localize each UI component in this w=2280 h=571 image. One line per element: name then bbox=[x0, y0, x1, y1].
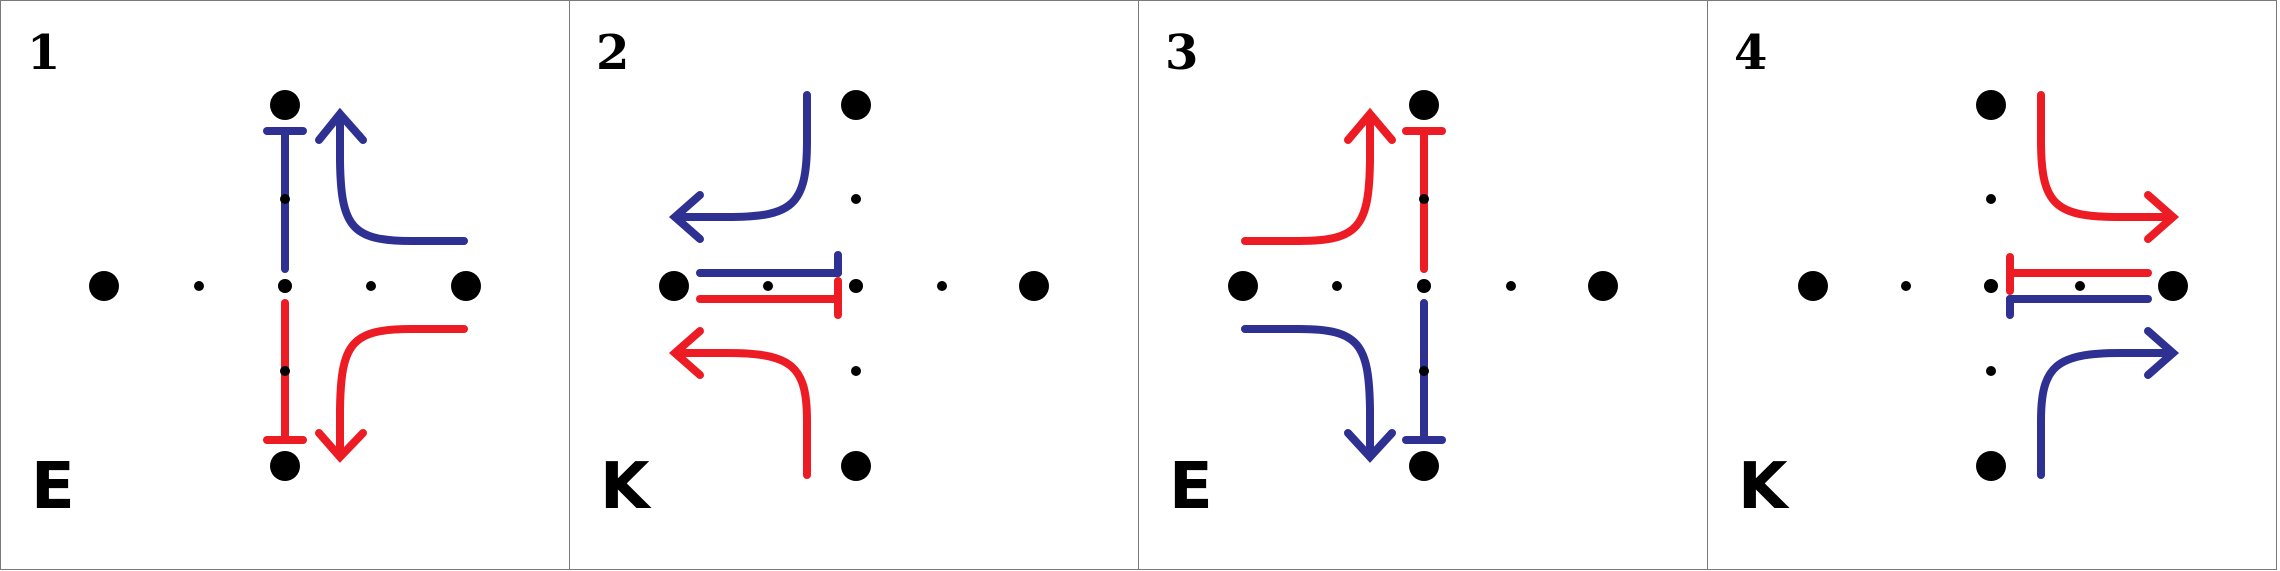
small-dot bbox=[1901, 281, 1911, 291]
small-dot bbox=[1506, 281, 1516, 291]
panel-letter: K bbox=[1738, 450, 1788, 524]
red-arrow bbox=[668, 327, 811, 479]
large-dot bbox=[270, 451, 300, 481]
panel-number: 1 bbox=[27, 25, 61, 81]
blue-arrow bbox=[668, 91, 811, 243]
lattice-dots bbox=[1228, 90, 1618, 481]
panel-number: 3 bbox=[1165, 25, 1199, 81]
panel-number: 4 bbox=[1734, 25, 1768, 81]
blue-bar bbox=[2006, 295, 2152, 319]
small-dot bbox=[937, 281, 947, 291]
small-dot bbox=[2075, 281, 2085, 291]
small-dot bbox=[1984, 279, 1998, 293]
panel-3: 3 E bbox=[1138, 0, 1708, 570]
large-dot bbox=[270, 90, 300, 120]
small-dot bbox=[851, 194, 861, 204]
red-arrow bbox=[2037, 91, 2180, 243]
panel-1-diagram bbox=[89, 90, 481, 481]
large-dot bbox=[1588, 271, 1618, 301]
blue-bar bbox=[696, 251, 842, 277]
panel-letter: K bbox=[600, 450, 650, 524]
panel-4: 4 K bbox=[1707, 0, 2277, 570]
small-dot bbox=[280, 366, 290, 376]
small-dot bbox=[763, 281, 773, 291]
small-dot bbox=[851, 366, 861, 376]
large-dot bbox=[659, 271, 689, 301]
small-dot bbox=[1332, 281, 1342, 291]
red-bar bbox=[2006, 253, 2152, 295]
blue-arrow bbox=[1241, 325, 1396, 463]
large-dot bbox=[89, 271, 119, 301]
red-arrow bbox=[315, 325, 468, 463]
small-dot bbox=[366, 281, 376, 291]
large-dot bbox=[1019, 271, 1049, 301]
blue-arrow bbox=[315, 107, 468, 245]
panel-1: 1 E bbox=[0, 0, 570, 570]
lattice-dots bbox=[659, 90, 1049, 481]
panel-letter: E bbox=[31, 450, 75, 524]
blue-arrow bbox=[2037, 327, 2180, 479]
small-dot bbox=[280, 194, 290, 204]
lattice-dots bbox=[89, 90, 481, 481]
small-dot bbox=[849, 279, 863, 293]
small-dot bbox=[1417, 279, 1431, 293]
small-dot bbox=[194, 281, 204, 291]
panel-2-diagram bbox=[659, 90, 1049, 481]
panel-2: 2 K bbox=[569, 0, 1139, 570]
red-arrow bbox=[1241, 107, 1396, 245]
large-dot bbox=[1798, 271, 1828, 301]
small-dot bbox=[1419, 194, 1429, 204]
large-dot bbox=[1228, 271, 1258, 301]
small-dot bbox=[1419, 366, 1429, 376]
large-dot bbox=[841, 90, 871, 120]
large-dot bbox=[1409, 90, 1439, 120]
large-dot bbox=[841, 451, 871, 481]
panel-number: 2 bbox=[596, 25, 630, 81]
large-dot bbox=[2158, 271, 2188, 301]
large-dot bbox=[1976, 451, 2006, 481]
large-dot bbox=[1409, 451, 1439, 481]
large-dot bbox=[1976, 90, 2006, 120]
small-dot bbox=[1986, 366, 1996, 376]
red-bar bbox=[696, 277, 842, 319]
lattice-dots bbox=[1798, 90, 2188, 481]
small-dot bbox=[278, 279, 292, 293]
large-dot bbox=[451, 271, 481, 301]
small-dot bbox=[1986, 194, 1996, 204]
panel-letter: E bbox=[1169, 450, 1213, 524]
panel-4-diagram bbox=[1798, 90, 2188, 481]
panel-3-diagram bbox=[1228, 90, 1618, 481]
